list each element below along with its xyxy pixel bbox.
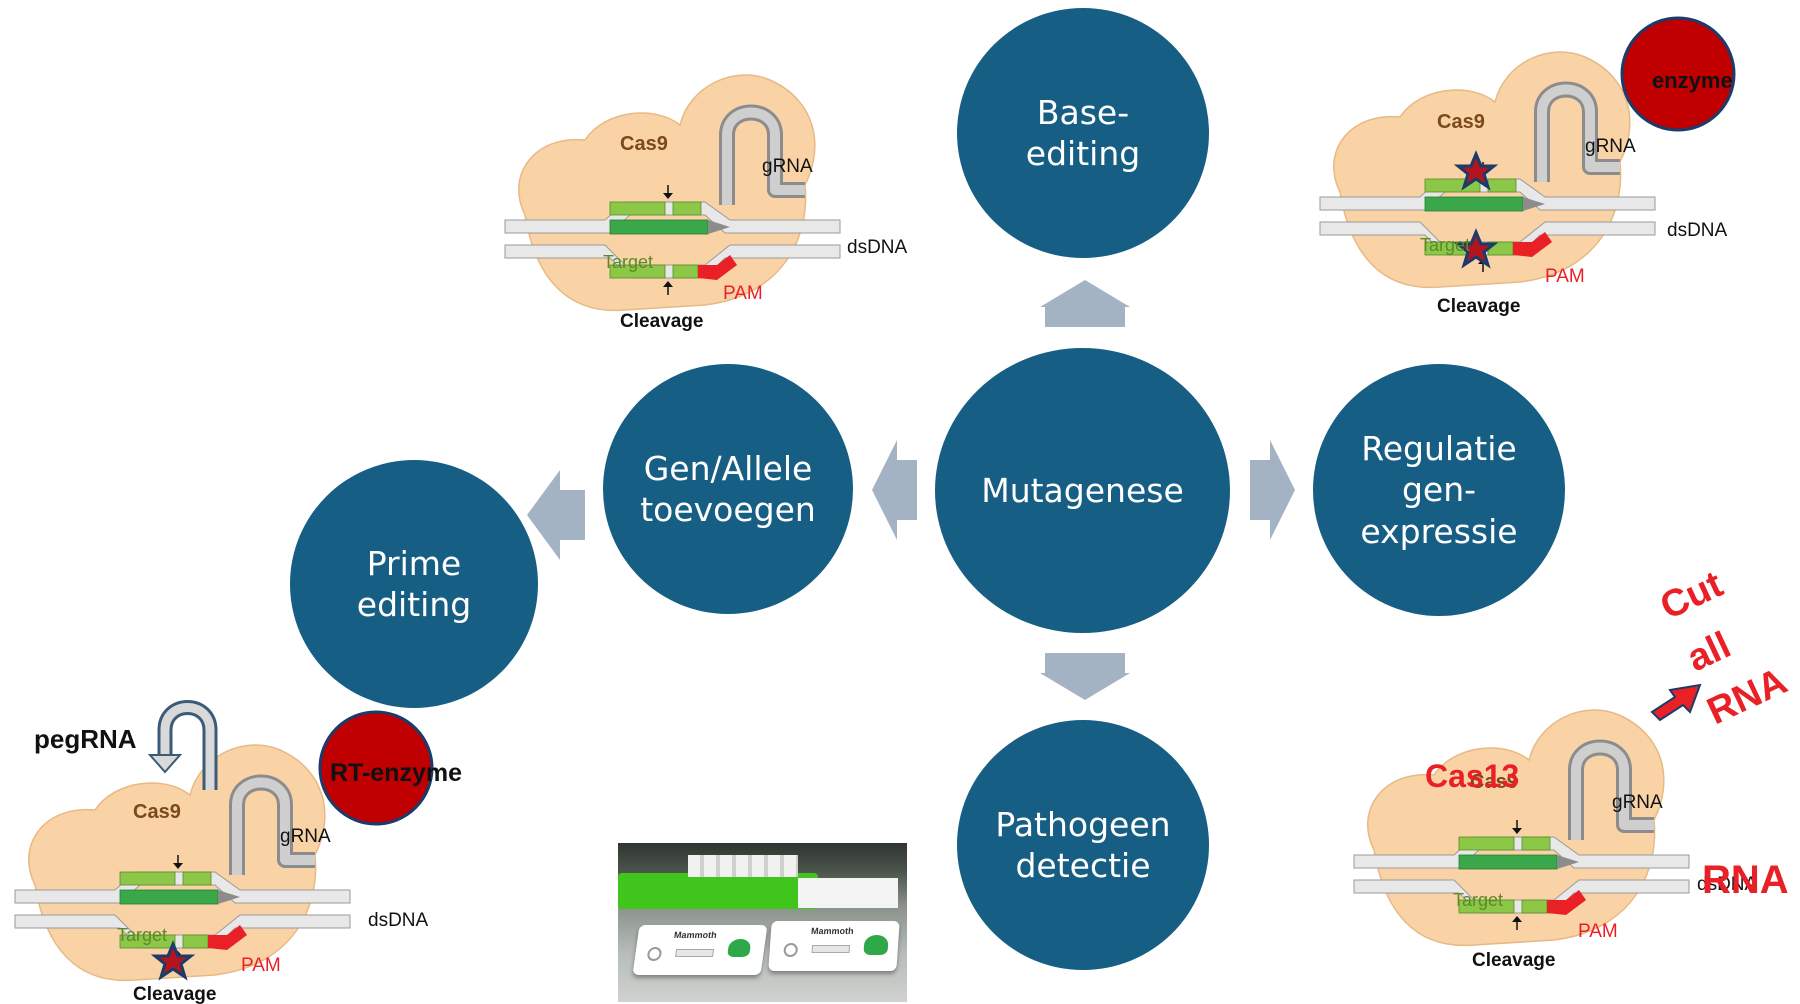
cut-rna-arrow (1650, 683, 1702, 722)
white-box (798, 878, 898, 908)
cassette-brand-right: Mammoth (810, 926, 854, 936)
label-grna-tl: gRNA (762, 156, 813, 177)
regulatie-line3: expressie (1360, 511, 1518, 551)
label-cleavage-bl: Cleavage (133, 984, 216, 1004)
label-dsdna-br: dsDNA (1697, 874, 1758, 895)
cassette-window-right (811, 945, 851, 953)
label-grna-bl: gRNA (280, 826, 331, 847)
green-rack (618, 873, 818, 909)
center-node-mutagenese: Mutagenese (935, 348, 1230, 633)
pathogeen-line1: Pathogeen (995, 804, 1171, 844)
arrow-up-head (1040, 280, 1130, 307)
prime-editing-line2: editing (356, 585, 472, 624)
mammoth-logo-left (727, 939, 752, 957)
arrow-left-2 (527, 470, 585, 560)
label-cas9-tr: Cas9 (1437, 111, 1485, 133)
pathogeen-line2: detectie (1015, 846, 1151, 885)
label-cas13: Cas13 (1425, 758, 1519, 794)
node-base-editing: Base-editing (957, 8, 1209, 258)
label-dsdna-tl: dsDNA (847, 237, 908, 258)
regulatie-line2: gen- (1401, 470, 1477, 510)
label-grna-br: gRNA (1612, 792, 1663, 813)
base-editing-line2: editing (1025, 134, 1141, 173)
label-pam-tr: PAM (1545, 266, 1585, 287)
pegrna-arrow (160, 703, 215, 790)
cassette-window-left (675, 949, 715, 957)
label-cleavage-tl: Cleavage (620, 311, 703, 332)
label-dsdna-tr: dsDNA (1667, 220, 1728, 241)
label-cleavage-br: Cleavage (1472, 950, 1555, 971)
label-cas9-tl: Cas9 (620, 133, 668, 155)
test-cassette-left: Mammoth (632, 925, 768, 975)
gen-allele-line1: Gen/Allele (643, 448, 813, 488)
label-dsdna-bl: dsDNA (368, 910, 429, 931)
gen-allele-line2: toevoegen (640, 490, 816, 529)
prime-editing-line1: Prime (366, 543, 462, 583)
label-rt-enzyme: RT-enzyme (330, 759, 462, 787)
cut-word: Cut (1654, 563, 1729, 628)
arrow-right (1250, 440, 1295, 540)
label-grna-tr: gRNA (1585, 136, 1636, 157)
label-target-br: Target (1453, 890, 1503, 910)
label-enzyme: enzyme (1652, 68, 1733, 93)
all-word: all (1681, 624, 1737, 680)
test-cassette-right: Mammoth (768, 921, 900, 971)
label-cas9-br: Cas9 (1470, 771, 1518, 793)
tube-rack-top (688, 855, 798, 877)
label-pam-br: PAM (1578, 921, 1618, 942)
base-editing-line1: Base- (1036, 92, 1130, 132)
label-target-bl: Target (117, 925, 167, 945)
label-pam-tl: PAM (723, 283, 763, 304)
test-kit-photo: Mammoth Mammoth (618, 843, 907, 1002)
mammoth-logo-right (863, 935, 889, 955)
arrow-down-head (1040, 673, 1130, 700)
cassette-well-right (783, 943, 799, 957)
enzyme-circle (1620, 16, 1736, 132)
arrow-up (1045, 307, 1125, 327)
label-rna: RNA (1702, 858, 1789, 902)
cassette-brand-left: Mammoth (673, 930, 718, 940)
label-cas9-bl: Cas9 (133, 801, 181, 823)
label-cleavage-tr: Cleavage (1437, 296, 1520, 317)
label-pegrna: pegRNA (34, 724, 137, 754)
rt-enzyme-circle (318, 710, 434, 826)
center-label: Mutagenese (981, 470, 1184, 510)
regulatie-line1: Regulatie (1361, 429, 1517, 469)
cassette-well-left (646, 947, 663, 961)
label-target-tr: Target (1420, 235, 1470, 255)
cut-all-rna-label: Cut all RNA (1654, 563, 1793, 733)
label-pam-bl: PAM (241, 955, 281, 976)
arrow-down (1045, 653, 1125, 673)
arrow-left-1 (872, 440, 917, 540)
label-target-tl: Target (603, 252, 653, 272)
